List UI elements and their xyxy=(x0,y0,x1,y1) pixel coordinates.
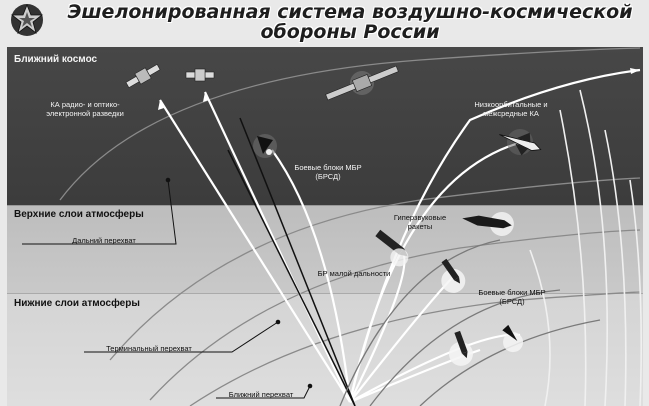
star-emblem-icon xyxy=(10,3,44,36)
orbit-arc xyxy=(59,47,641,201)
right-trajectories xyxy=(529,89,643,406)
guidance-line xyxy=(239,117,356,406)
satellite-icon xyxy=(125,63,161,89)
label-terminal-intercept: Терминальный перехват xyxy=(106,344,192,353)
label-icbm-low-line-1: Боевые блоки МБР xyxy=(478,288,546,297)
warhead-icon xyxy=(253,134,277,158)
arrowheads xyxy=(158,68,640,143)
guidance-line xyxy=(227,149,356,406)
zone-label-upper-atmosphere: Верхние слои атмосферы xyxy=(14,209,144,220)
label-recon-satellites: КА радио- и оптико- электронной разведки xyxy=(30,100,140,118)
label-hypersonic-missiles: Гиперзвуковые ракеты xyxy=(380,213,460,231)
label-hypersonic-line-2: ракеты xyxy=(407,222,433,231)
title-line-1: Эшелонированная система воздушно-космиче… xyxy=(67,1,633,23)
zone-label-near-space: Ближний космос xyxy=(14,54,98,65)
warhead-icon xyxy=(448,330,473,366)
satellite-icon xyxy=(325,65,399,101)
label-icbm-space-line-2: (БРСД) xyxy=(315,172,341,181)
missile-icon xyxy=(462,211,514,236)
label-srbm: БР малой дальности xyxy=(317,269,391,278)
label-icbm-warheads-space: Боевые блоки МБР (БРСД) xyxy=(278,163,378,181)
title-line-2: обороны России xyxy=(260,21,440,43)
missile-icon xyxy=(375,229,409,267)
orbit-arc xyxy=(149,229,641,401)
label-icbm-low-line-2: (БРСД) xyxy=(499,297,525,306)
callout-dots xyxy=(165,177,313,389)
label-leo-line-1: Низкоорбитальные и xyxy=(474,100,548,109)
zone-near-space xyxy=(7,47,643,205)
label-long-range-intercept: Дальний перехват xyxy=(72,236,136,245)
zone-upper-atmosphere xyxy=(7,205,643,294)
missile-icon xyxy=(441,258,466,293)
zone-label-lower-atmosphere: Нижние слои атмосферы xyxy=(14,298,140,309)
page-title: Эшелонированная система воздушно-космиче… xyxy=(60,2,640,42)
label-leo-meo-satellites: Низкоорбитальные и межсредные КА xyxy=(456,100,566,118)
spaceplane-icon xyxy=(499,129,542,156)
satellite-icon xyxy=(185,68,215,82)
callout-lines xyxy=(22,179,311,399)
warhead-icon xyxy=(502,324,524,353)
label-leo-line-2: межсредные КА xyxy=(483,109,539,118)
orbit-arc xyxy=(189,291,641,406)
descending-arcs xyxy=(339,239,601,406)
label-icbm-space-line-1: Боевые блоки МБР xyxy=(294,163,362,172)
label-icbm-warheads-low: Боевые блоки МБР (БРСД) xyxy=(462,288,562,306)
label-recon-line-2: электронной разведки xyxy=(46,109,124,118)
label-near-intercept: Ближний перехват xyxy=(228,390,294,399)
label-hypersonic-line-1: Гиперзвуковые xyxy=(393,213,447,222)
label-recon-line-1: КА радио- и оптико- xyxy=(50,100,120,109)
